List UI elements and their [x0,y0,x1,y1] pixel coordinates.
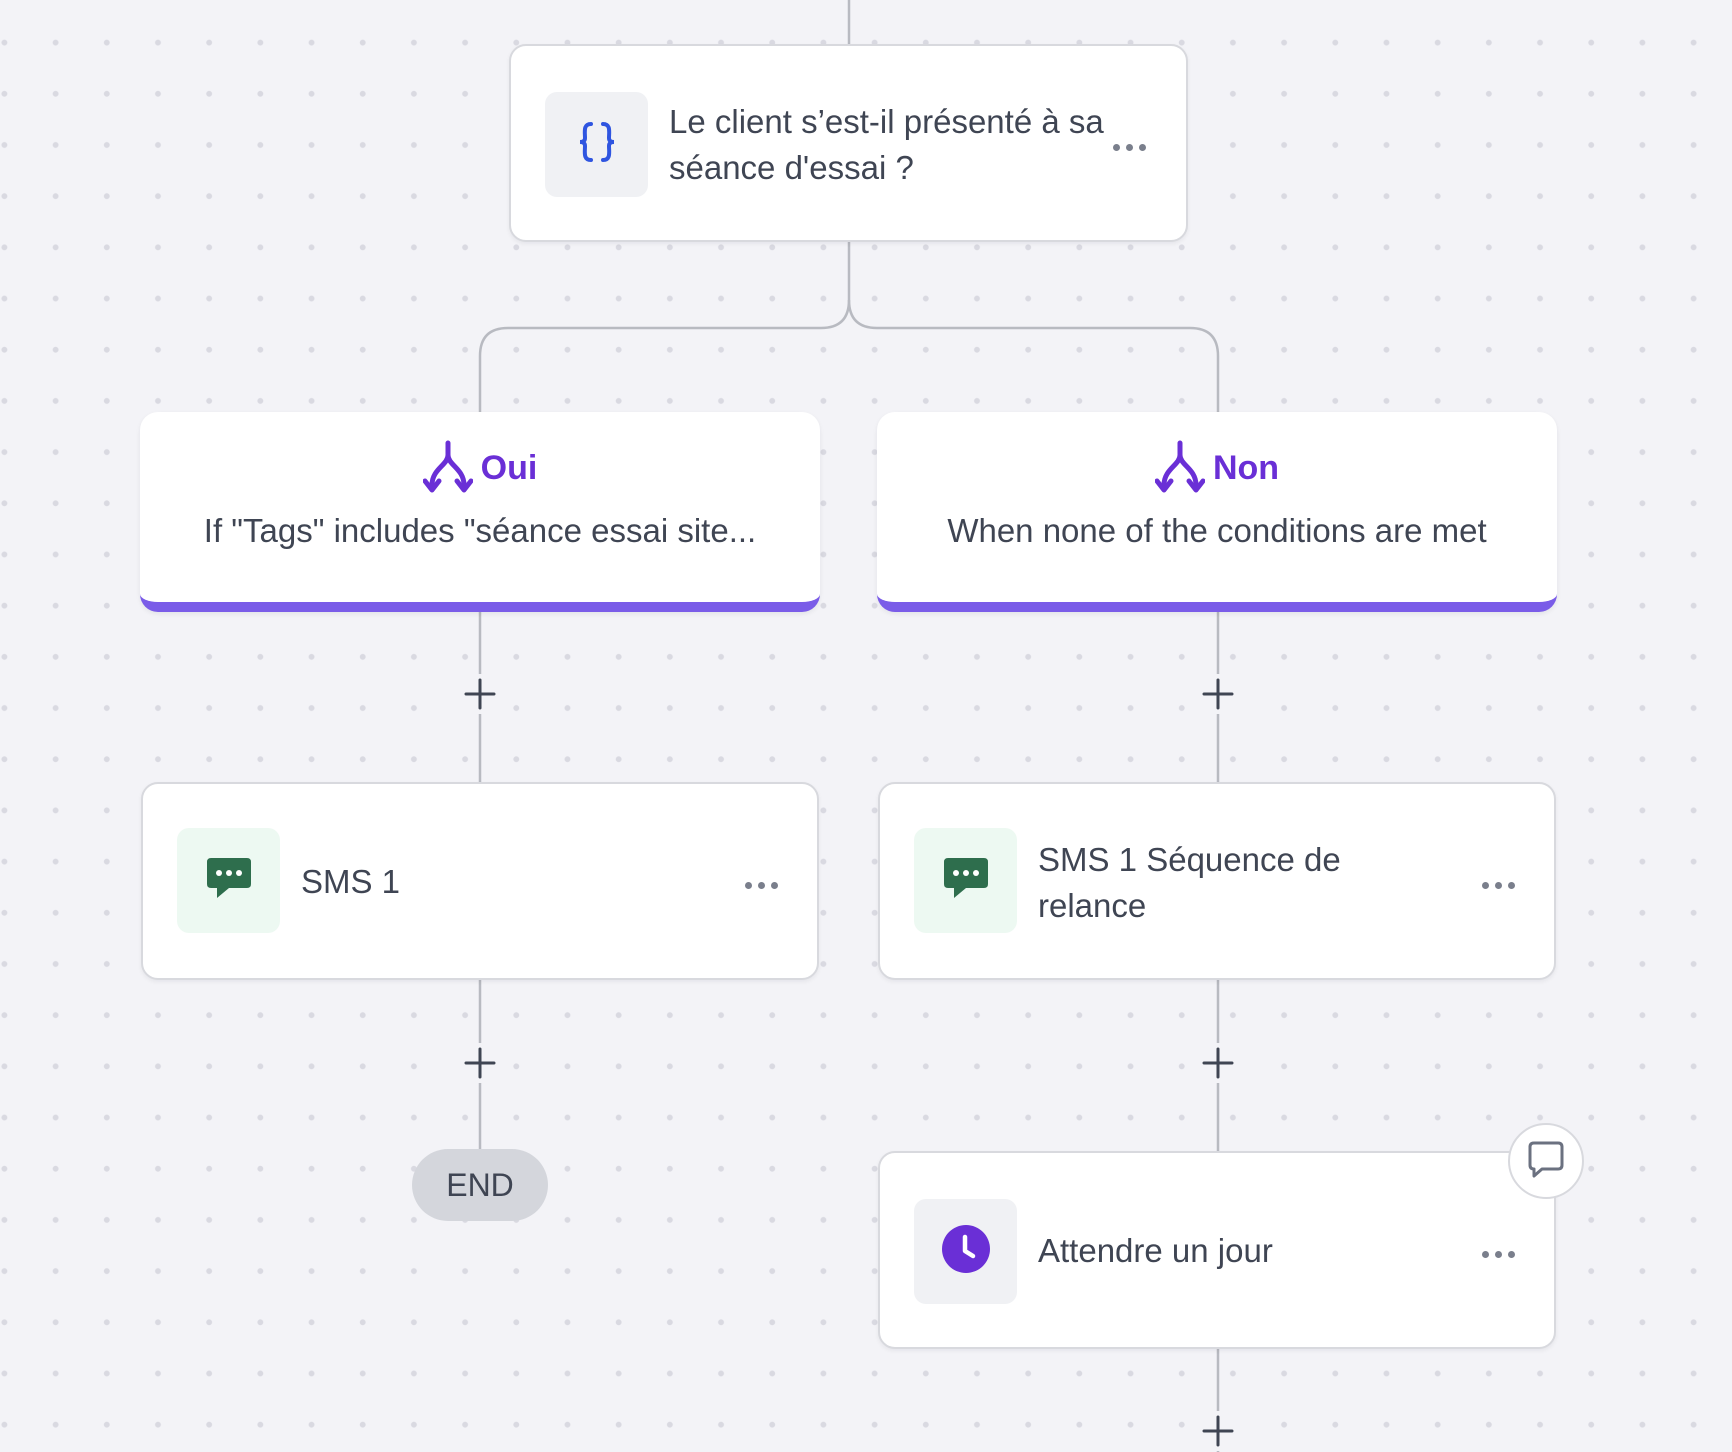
condition-label: Le client s’est-il présenté à sa séance … [669,103,1104,186]
add-comment-button[interactable] [1508,1123,1584,1199]
action-menu-button[interactable] [741,876,782,895]
condition-node[interactable]: Le client s’est-il présenté à sa séance … [509,44,1188,242]
plus-icon [1202,1047,1234,1079]
action-node-sms-relance[interactable]: SMS 1 Séquence de relance [878,782,1556,980]
plus-icon [1202,1415,1234,1447]
plus-icon [1202,678,1234,710]
branch-condition-non: When none of the conditions are met [947,512,1487,549]
plus-icon [464,678,496,710]
code-braces-icon [573,118,621,171]
condition-icon-box [545,92,648,197]
add-step-button[interactable] [1198,674,1238,714]
action-icon-box [914,1199,1017,1304]
split-branch-icon [422,439,474,498]
branch-name-non: Non [1212,449,1280,487]
add-step-button[interactable] [460,1043,500,1083]
action-menu-button[interactable] [1478,1245,1519,1264]
action-menu-button[interactable] [1478,876,1519,895]
action-node-sms-1[interactable]: SMS 1 [141,782,819,980]
branch-condition-oui: If "Tags" includes "séance essai site... [203,512,757,549]
sms-message-icon [205,854,253,907]
plus-icon [464,1047,496,1079]
branch-name-oui: Oui [480,449,538,487]
add-step-button[interactable] [460,674,500,714]
action-icon-box [914,828,1017,933]
action-label: SMS 1 Séquence de relance [1038,841,1341,924]
comment-icon [1526,1139,1566,1184]
action-label: SMS 1 [301,863,401,900]
action-node-wait[interactable]: Attendre un jour [878,1151,1556,1349]
add-step-button[interactable] [1198,1043,1238,1083]
action-label: Attendre un jour [1038,1232,1273,1269]
end-marker: END [412,1149,548,1221]
clock-icon [941,1224,991,1279]
action-icon-box [177,828,280,933]
add-step-button[interactable] [1198,1411,1238,1451]
branch-card-non[interactable]: Non When none of the conditions are met [877,412,1557,612]
sms-message-icon [942,854,990,907]
condition-menu-button[interactable] [1109,138,1150,157]
branch-card-oui[interactable]: Oui If "Tags" includes "séance essai sit… [140,412,820,612]
split-branch-icon [1154,439,1206,498]
